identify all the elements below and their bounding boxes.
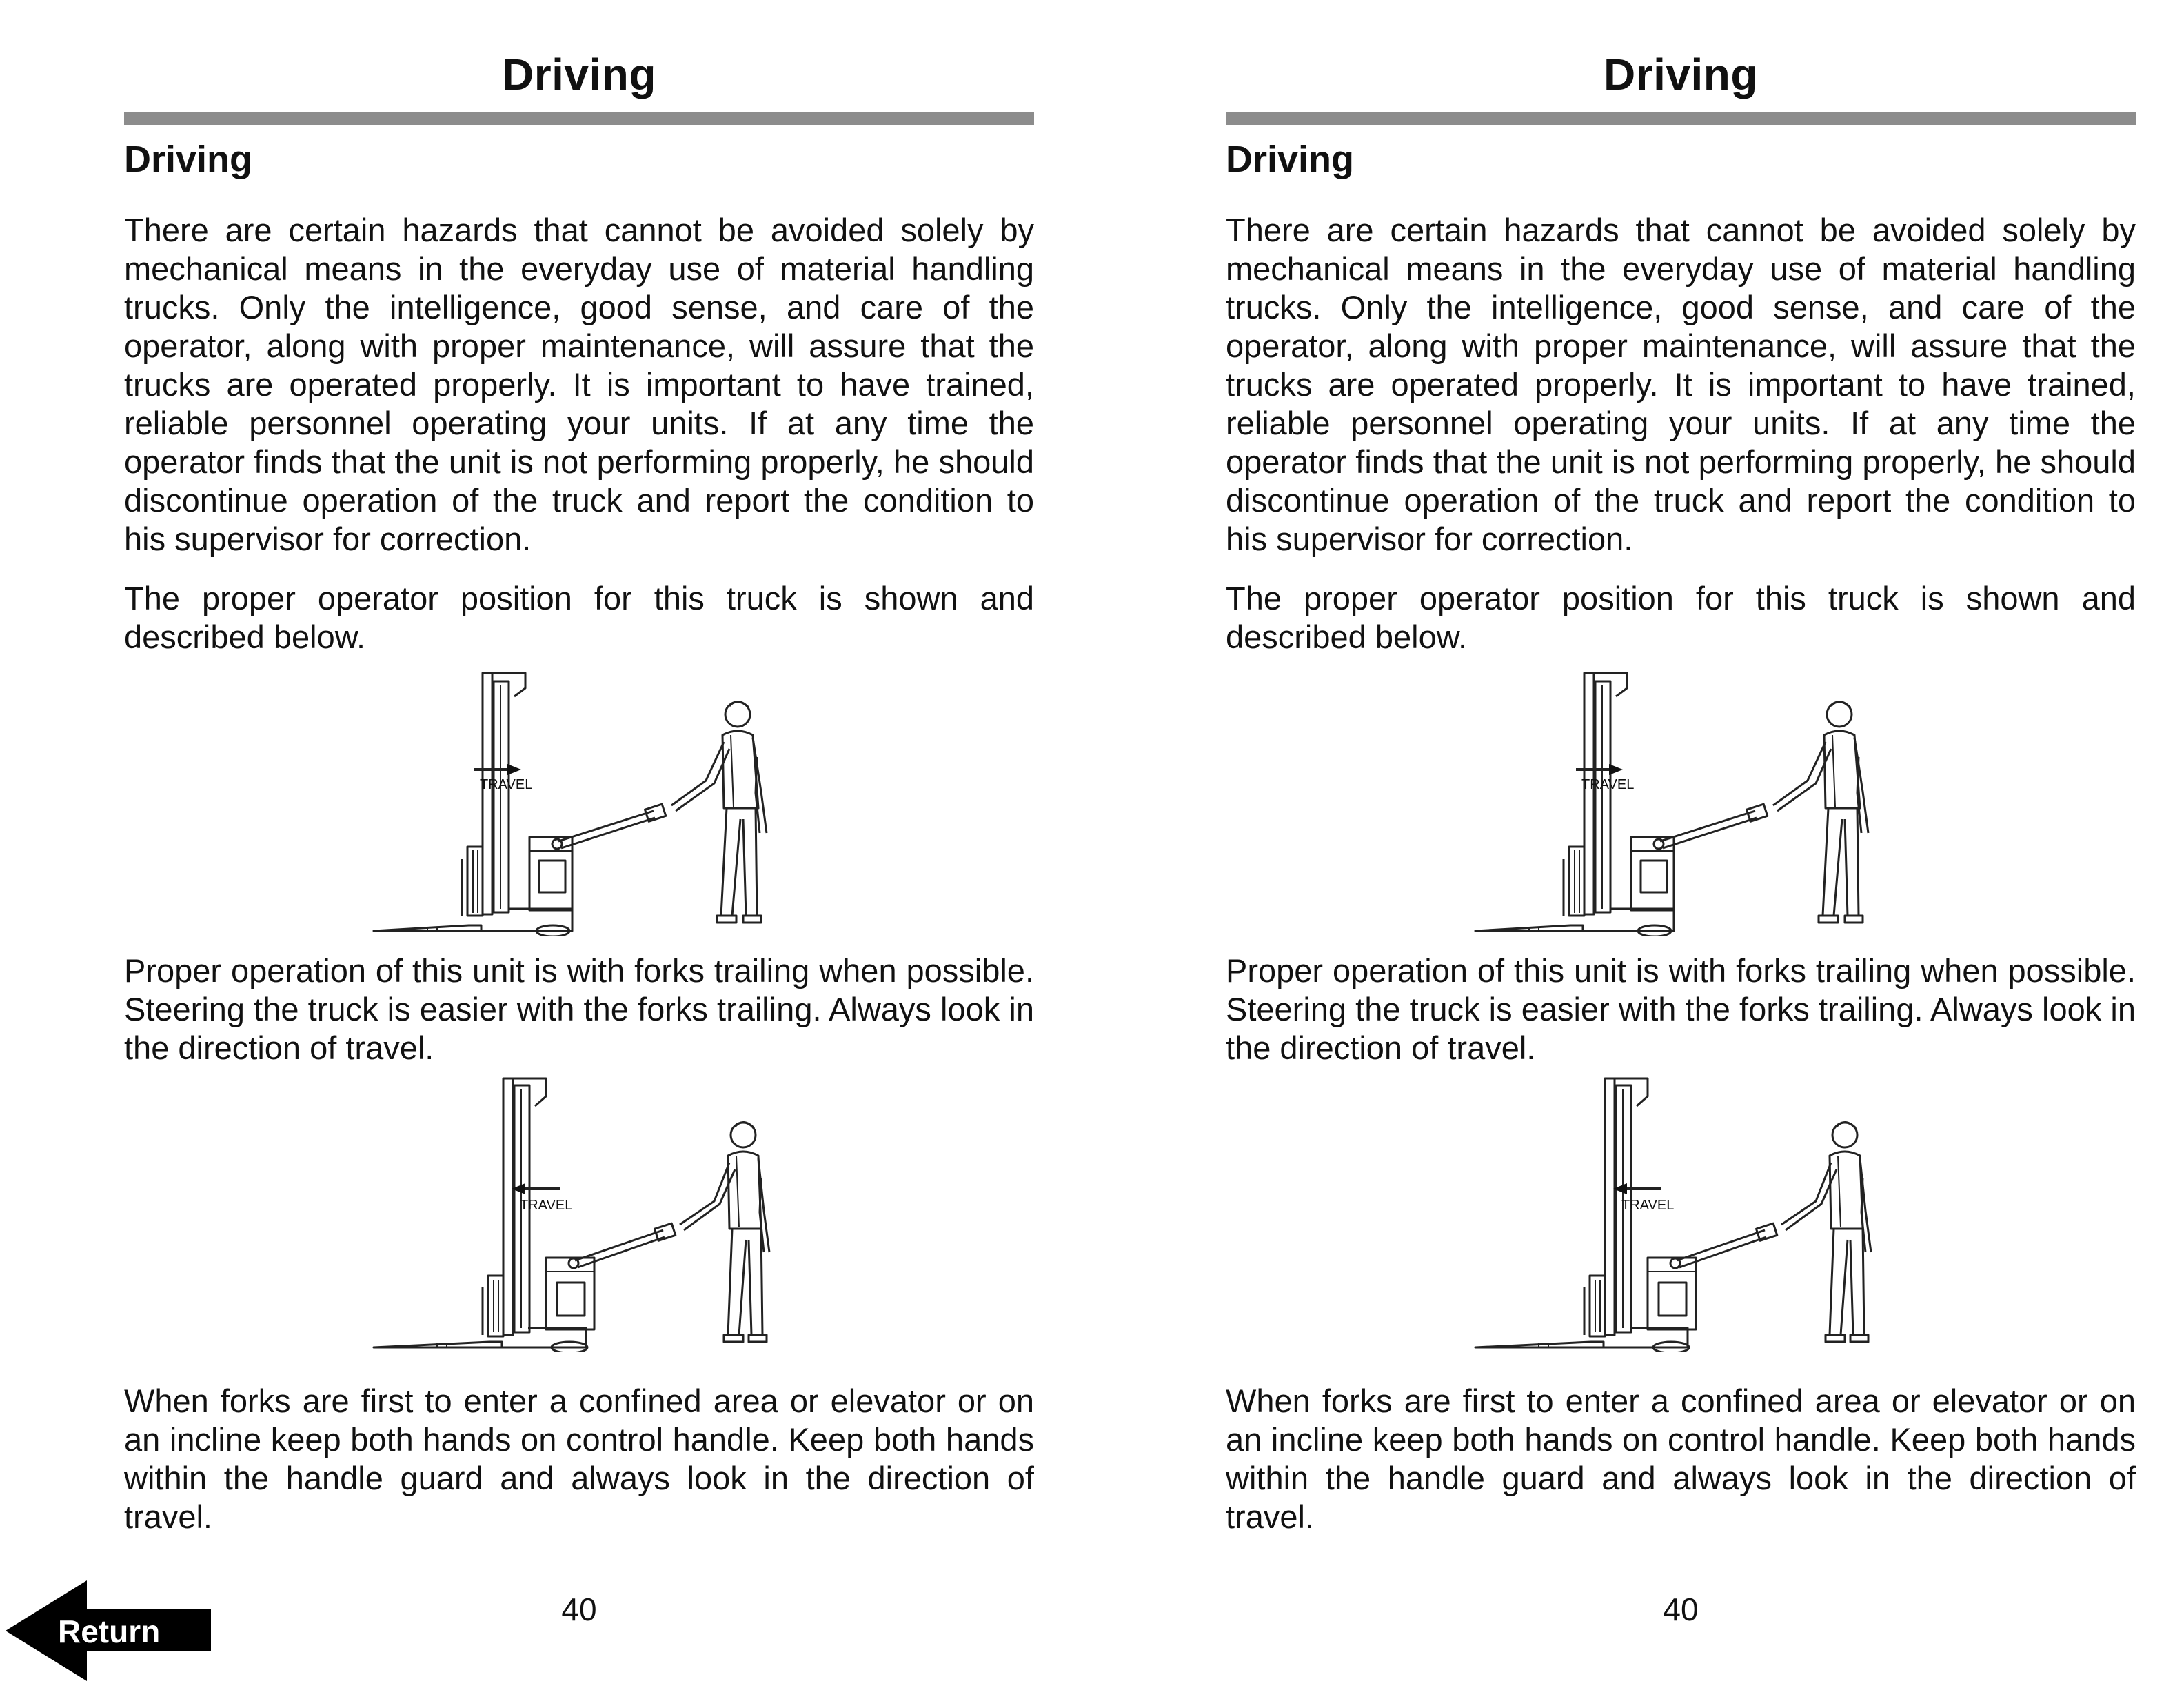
- hazards-paragraph: There are certain hazards that cannot be…: [124, 212, 1034, 557]
- page-right: Driving Driving There are certain hazard…: [1226, 0, 2136, 1688]
- confined-area-paragraph: When forks are first to enter a confined…: [124, 1383, 1034, 1535]
- page-left: Driving Driving There are certain hazard…: [124, 0, 1034, 1688]
- confined-area-paragraph: When forks are first to enter a confined…: [1226, 1383, 2136, 1535]
- section-title: Driving: [124, 139, 253, 180]
- forks-leading-illustration: TRAVEL: [365, 1076, 793, 1352]
- page-number: 40: [561, 1591, 597, 1627]
- forks-trailing-illustration: TRAVEL: [365, 661, 793, 936]
- page-header-title: Driving: [502, 50, 656, 99]
- return-button[interactable]: Return: [6, 1579, 212, 1682]
- travel-label: TRAVEL: [480, 777, 532, 792]
- page-number: 40: [1663, 1591, 1699, 1627]
- operator-position-paragraph: The proper operator position for this tr…: [1226, 580, 2136, 655]
- header-divider: [124, 112, 1034, 125]
- forks-trailing-paragraph: Proper operation of this unit is with fo…: [124, 952, 1034, 1066]
- hazards-paragraph: There are certain hazards that cannot be…: [1226, 212, 2136, 557]
- travel-label: TRAVEL: [1621, 1198, 1674, 1213]
- page-header-title: Driving: [1604, 50, 1758, 99]
- forks-trailing-illustration: TRAVEL: [1467, 661, 1894, 936]
- forks-leading-illustration: TRAVEL: [1467, 1076, 1894, 1352]
- return-label: Return: [58, 1614, 161, 1649]
- left-arrow-icon: [6, 1580, 211, 1681]
- section-title: Driving: [1226, 139, 1355, 180]
- operator-position-paragraph: The proper operator position for this tr…: [124, 580, 1034, 655]
- forks-trailing-paragraph: Proper operation of this unit is with fo…: [1226, 952, 2136, 1066]
- header-divider: [1226, 112, 2136, 125]
- travel-label: TRAVEL: [520, 1198, 572, 1213]
- travel-label: TRAVEL: [1581, 777, 1634, 792]
